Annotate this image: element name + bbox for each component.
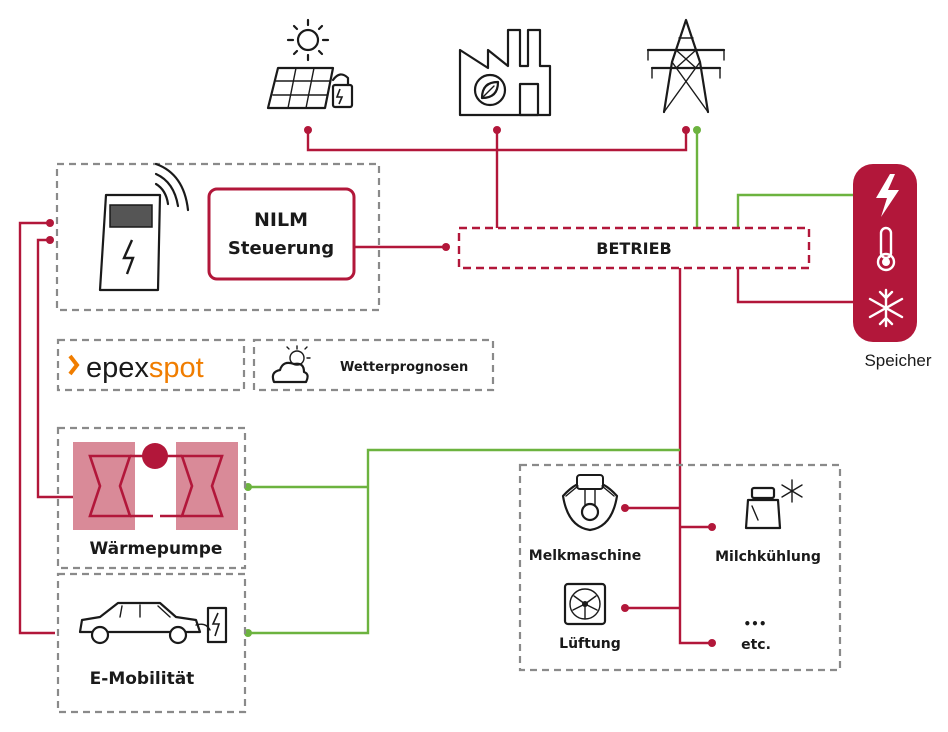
epex-logo: epexspot: [86, 352, 204, 384]
wire-control-waermepumpe: [36, 238, 88, 499]
betrieb-box: [457, 226, 811, 270]
sun-icon: [286, 18, 330, 62]
dot: [708, 523, 716, 531]
wire-green-consumers: [248, 448, 680, 635]
ellipsis: •••: [743, 617, 766, 631]
emobility-box: [56, 572, 247, 714]
dot: [493, 126, 501, 134]
epex-logo-part2: spot: [149, 352, 204, 384]
milk-can-icon: [744, 486, 782, 530]
solar-panel-icon: [266, 18, 354, 110]
milking-machine-icon: [561, 474, 619, 532]
battery-icon: [331, 73, 354, 109]
epex-box: [56, 338, 246, 392]
dot: [304, 126, 312, 134]
control-group-box: [55, 162, 381, 312]
betrieb-label: BETRIEB: [596, 239, 671, 258]
wire-storage-red: [736, 268, 855, 304]
connection-lines: [18, 130, 855, 645]
charging-station-icon: [98, 193, 162, 292]
fan-icon: [563, 582, 607, 626]
power-pylon-icon: [646, 18, 726, 114]
consumers-box: [518, 463, 842, 672]
car-icon: [78, 601, 211, 645]
melk-label: Melkmaschine: [529, 548, 641, 564]
weather-label: Wetterprognosen: [340, 360, 468, 375]
wire-betrieb-consumers: [678, 268, 712, 645]
biogas-plant-icon: [458, 28, 552, 117]
wire-storage-green: [736, 193, 855, 228]
weather-box: [252, 338, 495, 392]
dot: [46, 219, 54, 227]
wire-control-emobil: [18, 221, 55, 635]
nilm-box: [207, 187, 356, 281]
thermometer-icon: [876, 226, 896, 272]
snowflake-icon: [868, 288, 904, 328]
storage-label: Speicher: [864, 351, 931, 370]
arrow-chevron-icon: [68, 354, 80, 376]
emobility-label: E-Mobilität: [90, 669, 195, 689]
lightning-icon: [122, 239, 135, 275]
dot: [693, 126, 701, 134]
dot: [621, 604, 629, 612]
dot: [682, 126, 690, 134]
charging-station-icon: [206, 606, 228, 644]
milch-label: Milchkühlung: [715, 549, 821, 565]
dot: [442, 243, 450, 251]
nilm-label-line1: NILM: [254, 209, 308, 231]
weather-cloud-sun-icon: [271, 345, 311, 384]
nilm-label-line2: Steuerung: [228, 238, 334, 259]
heatpump-label: Wärmepumpe: [90, 539, 223, 559]
etc-label: etc.: [741, 637, 771, 653]
heatpump-box: [56, 426, 247, 570]
lightning-icon: [876, 174, 899, 217]
dot: [708, 639, 716, 647]
dot: [46, 236, 54, 244]
wireless-signal-icon: [154, 162, 190, 212]
dot: [621, 504, 629, 512]
snowflake-icon: [781, 479, 803, 503]
epex-logo-part1: epex: [86, 352, 149, 384]
lueftung-label: Lüftung: [559, 636, 621, 652]
heatpump-diagram: [73, 442, 238, 530]
leaf-icon: [473, 73, 507, 107]
